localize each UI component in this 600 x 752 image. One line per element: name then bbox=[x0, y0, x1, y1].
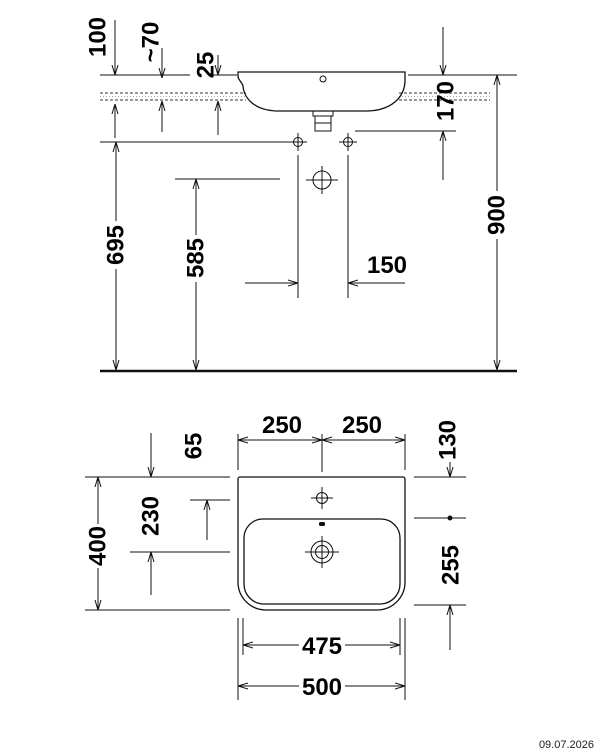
drawing-date: 09.07.2026 bbox=[539, 739, 594, 751]
bolt-left bbox=[289, 133, 307, 151]
basin-outer-outline bbox=[237, 476, 406, 611]
dim-label-waste-height: 585 bbox=[183, 238, 210, 278]
dim-label-waste-offset: 230 bbox=[138, 496, 165, 536]
bolt-right bbox=[339, 133, 357, 151]
dim-label-rim-height: 900 bbox=[484, 195, 511, 235]
dim-label-depth: 400 bbox=[85, 526, 112, 566]
dim-dot-bowl-top bbox=[447, 515, 453, 521]
basin-profile-outline bbox=[237, 71, 406, 112]
drain bbox=[305, 536, 339, 568]
dim-label-bowl-depth: 255 bbox=[438, 545, 465, 585]
dim-label-tap-hole-offset: 65 bbox=[181, 433, 208, 460]
dim-label-overflow-offset: ~70 bbox=[138, 22, 165, 63]
overflow-opening bbox=[319, 522, 325, 526]
waste-connection bbox=[306, 166, 338, 194]
dim-label-bowl-offset: 130 bbox=[435, 420, 462, 460]
dim-label-rim-offset: 100 bbox=[85, 17, 112, 57]
dim-label-bolt-height: 695 bbox=[103, 225, 130, 265]
basin-bowl-outline bbox=[243, 518, 401, 605]
dim-label-half-width-right: 250 bbox=[342, 412, 382, 439]
tap-hole bbox=[311, 487, 333, 509]
elevation-view: 100 ~70 25 170 900 bbox=[85, 17, 517, 373]
waste-outlet-flange bbox=[312, 110, 334, 117]
dim-label-overall-width: 500 bbox=[302, 674, 342, 701]
tap-hole-profile bbox=[319, 75, 327, 83]
plan-view: 250 250 65 230 400 130 255 bbox=[85, 412, 466, 701]
dim-label-half-width-left: 250 bbox=[262, 412, 302, 439]
dim-label-bolt-spacing: 150 bbox=[367, 252, 407, 279]
dim-label-bowl-width: 475 bbox=[302, 633, 342, 660]
dim-label-rim-thickness: 25 bbox=[193, 52, 220, 79]
dim-label-rim-to-trap: 170 bbox=[433, 81, 460, 121]
